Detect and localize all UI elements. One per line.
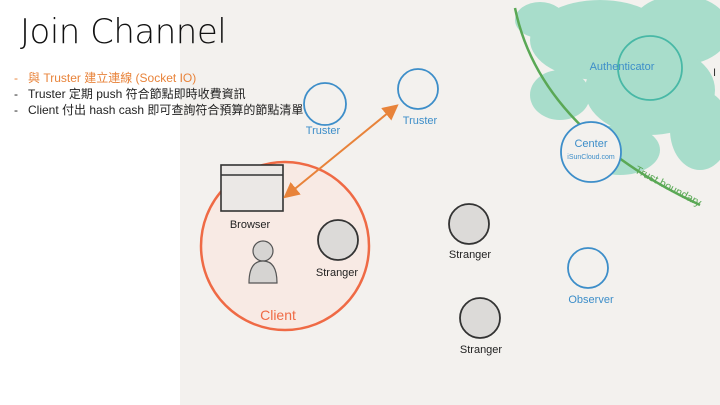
browser-label: Browser: [230, 219, 271, 231]
bullet-list: -與 Truster 建立連線 (Socket IO) -Truster 定期 …: [14, 70, 303, 118]
user-icon: [248, 240, 278, 284]
authenticator-label: Authenticator: [590, 61, 655, 73]
browser-window-icon[interactable]: [220, 164, 284, 212]
client-label: Client: [260, 307, 296, 323]
bullet-text: Client 付出 hash cash 即可查詢符合預算的節點清單: [28, 103, 304, 117]
trust-boundary-label: Trust boundary: [633, 164, 704, 209]
authenticator-node[interactable]: [617, 35, 683, 101]
stranger-label-bottom: Stranger: [460, 344, 503, 356]
edge-marker: I: [713, 67, 716, 79]
truster-node-left[interactable]: [303, 82, 347, 126]
center-label: Center: [574, 138, 607, 150]
bullet-item: -與 Truster 建立連線 (Socket IO): [14, 71, 197, 85]
bullet-text: 與 Truster 建立連線 (Socket IO): [28, 71, 197, 85]
truster-label-right: Truster: [403, 115, 438, 127]
socket-connection-arrow: [283, 104, 399, 199]
center-node[interactable]: [560, 121, 622, 183]
truster-node-right[interactable]: [397, 68, 439, 110]
observer-node[interactable]: [567, 247, 609, 289]
stranger-node-bottom[interactable]: [459, 297, 501, 339]
bullet-item: -Client 付出 hash cash 即可查詢符合預算的節點清單: [14, 103, 304, 117]
bullet-item: -Truster 定期 push 符合節點即時收費資訊: [14, 87, 246, 101]
center-sublabel: iSunCloud.com: [567, 154, 615, 161]
stranger-label-client: Stranger: [316, 267, 359, 279]
stranger-label-mid: Stranger: [449, 249, 492, 261]
stranger-node-mid[interactable]: [448, 203, 490, 245]
stranger-node-client[interactable]: [317, 219, 359, 261]
bullet-text: Truster 定期 push 符合節點即時收費資訊: [28, 87, 246, 101]
slide-title: Join Channel: [20, 12, 227, 52]
truster-label-left: Truster: [306, 125, 341, 137]
trust-boundary-line: [513, 7, 701, 207]
observer-label: Observer: [568, 294, 614, 306]
